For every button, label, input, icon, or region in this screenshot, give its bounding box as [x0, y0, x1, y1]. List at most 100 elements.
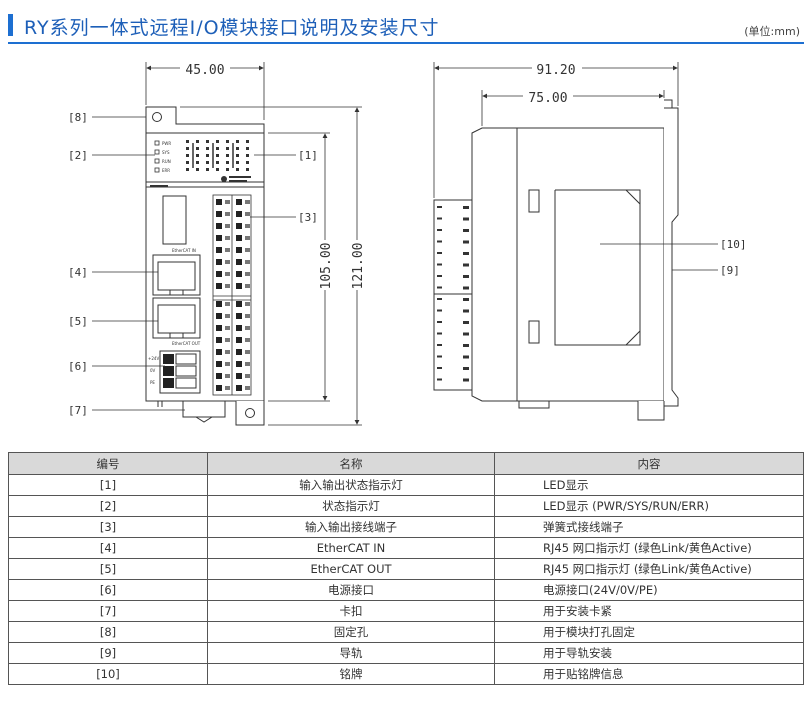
terminal-holes [216, 199, 250, 391]
led-label-run: RUN [162, 159, 171, 164]
table-row: [9]导轨用于导轨安装 [8, 642, 804, 664]
connector-rib [437, 344, 442, 346]
table-row: [6]电源接口电源接口(24V/0V/PE) [8, 579, 804, 601]
terminal-hole [236, 325, 242, 331]
terminal-lever [225, 272, 230, 276]
connector-rib [463, 252, 469, 255]
terminal-lever [225, 326, 230, 330]
row-desc: RJ45 网口指示灯 (绿色Link/黄色Active) [494, 537, 804, 559]
front-callout-leaders [92, 116, 296, 411]
terminal-lever [225, 302, 230, 306]
connector-rib [463, 286, 469, 290]
terminal-hole [236, 373, 242, 379]
connector-rib [437, 355, 442, 358]
din-clip [182, 400, 226, 418]
connector-rib [463, 367, 469, 370]
terminal-hole [236, 337, 242, 343]
mount-hole-top [152, 112, 162, 122]
table-header-row: 编号 名称 内容 [8, 452, 804, 475]
connector-rib [463, 240, 469, 244]
rj45-port-out: EtherCAT OUT [152, 297, 201, 346]
terminal-lever [245, 362, 250, 366]
unit-note: (单位:mm) [744, 25, 800, 38]
connector-rib [437, 252, 442, 254]
terminal-lever [245, 374, 250, 378]
row-desc: LED显示 (PWR/SYS/RUN/ERR) [494, 495, 804, 517]
terminal-lever [225, 374, 230, 378]
header-num: 编号 [8, 452, 208, 475]
row-desc: 用于模块打孔固定 [494, 621, 804, 643]
table-row: [8]固定孔用于模块打孔固定 [8, 621, 804, 643]
terminal-lever [245, 236, 250, 240]
row-num: [3] [8, 516, 208, 538]
row-name: EtherCAT IN [207, 537, 495, 559]
terminal-lever [245, 326, 250, 330]
connector-rib [463, 344, 469, 347]
terminal-hole [236, 301, 242, 307]
terminal-lever [225, 338, 230, 342]
terminal-lever [245, 302, 250, 306]
terminal-lever [245, 200, 250, 204]
terminal-lever [245, 248, 250, 252]
terminal-hole [216, 247, 222, 253]
terminal-hole [216, 385, 222, 391]
connector-rib [437, 217, 442, 220]
title-accent-bar [8, 14, 13, 36]
callout-3: [3] [298, 211, 318, 224]
ethercat-out-label: EtherCAT OUT [172, 341, 201, 346]
callout-7: [7] [68, 404, 88, 417]
table-row: [7]卡扣用于安装卡紧 [8, 600, 804, 622]
connector-rib [463, 217, 469, 221]
callout-8: [8] [68, 111, 88, 124]
terminal-lever [245, 260, 250, 264]
terminal-hole [216, 325, 222, 331]
terminal-lever [245, 272, 250, 276]
row-num: [10] [8, 663, 208, 685]
terminal-lever [225, 236, 230, 240]
terminal-hole [236, 283, 242, 289]
terminal-hole [216, 373, 222, 379]
side-callout-leaders [600, 243, 718, 271]
table-row: [10]铭牌用于贴铭牌信息 [8, 663, 804, 685]
terminal-hole [236, 259, 242, 265]
callout-5: [5] [68, 315, 88, 328]
terminal-hole [216, 235, 222, 241]
callout-1: [1] [298, 149, 318, 162]
terminal-hole [216, 283, 222, 289]
led-label-err: ERR [162, 168, 170, 173]
connector-rib [437, 263, 442, 266]
row-name: 输入输出状态指示灯 [207, 474, 495, 496]
dim-front-height-body: 105.00 [319, 243, 334, 290]
terminal-lever [225, 200, 230, 204]
connector-rib [437, 332, 442, 335]
terminal-hole [216, 223, 222, 229]
terminal-lever [245, 386, 250, 390]
row-name: 电源接口 [207, 579, 495, 601]
connector-rib [463, 229, 469, 232]
side-view [433, 99, 679, 421]
terminal-lever [245, 338, 250, 342]
ethercat-in-label: EtherCAT IN [172, 248, 196, 253]
terminal-hole [236, 235, 242, 241]
terminal-hole [236, 385, 242, 391]
terminal-hole [216, 301, 222, 307]
terminal-hole [236, 199, 242, 205]
row-name: 导轨 [207, 642, 495, 664]
io-led-grid [186, 140, 249, 171]
row-name: 固定孔 [207, 621, 495, 643]
connector-rib [463, 206, 469, 209]
terminal-lever [245, 212, 250, 216]
row-desc: 弹簧式接线端子 [494, 516, 804, 538]
row-num: [6] [8, 579, 208, 601]
connector-rib [437, 206, 442, 208]
terminal-lever [225, 212, 230, 216]
terminal-hole [216, 313, 222, 319]
connector-rib [437, 275, 442, 277]
row-desc: 用于安装卡紧 [494, 600, 804, 622]
terminal-lever [225, 314, 230, 318]
terminal-hole [216, 349, 222, 355]
header-name: 名称 [207, 452, 495, 475]
